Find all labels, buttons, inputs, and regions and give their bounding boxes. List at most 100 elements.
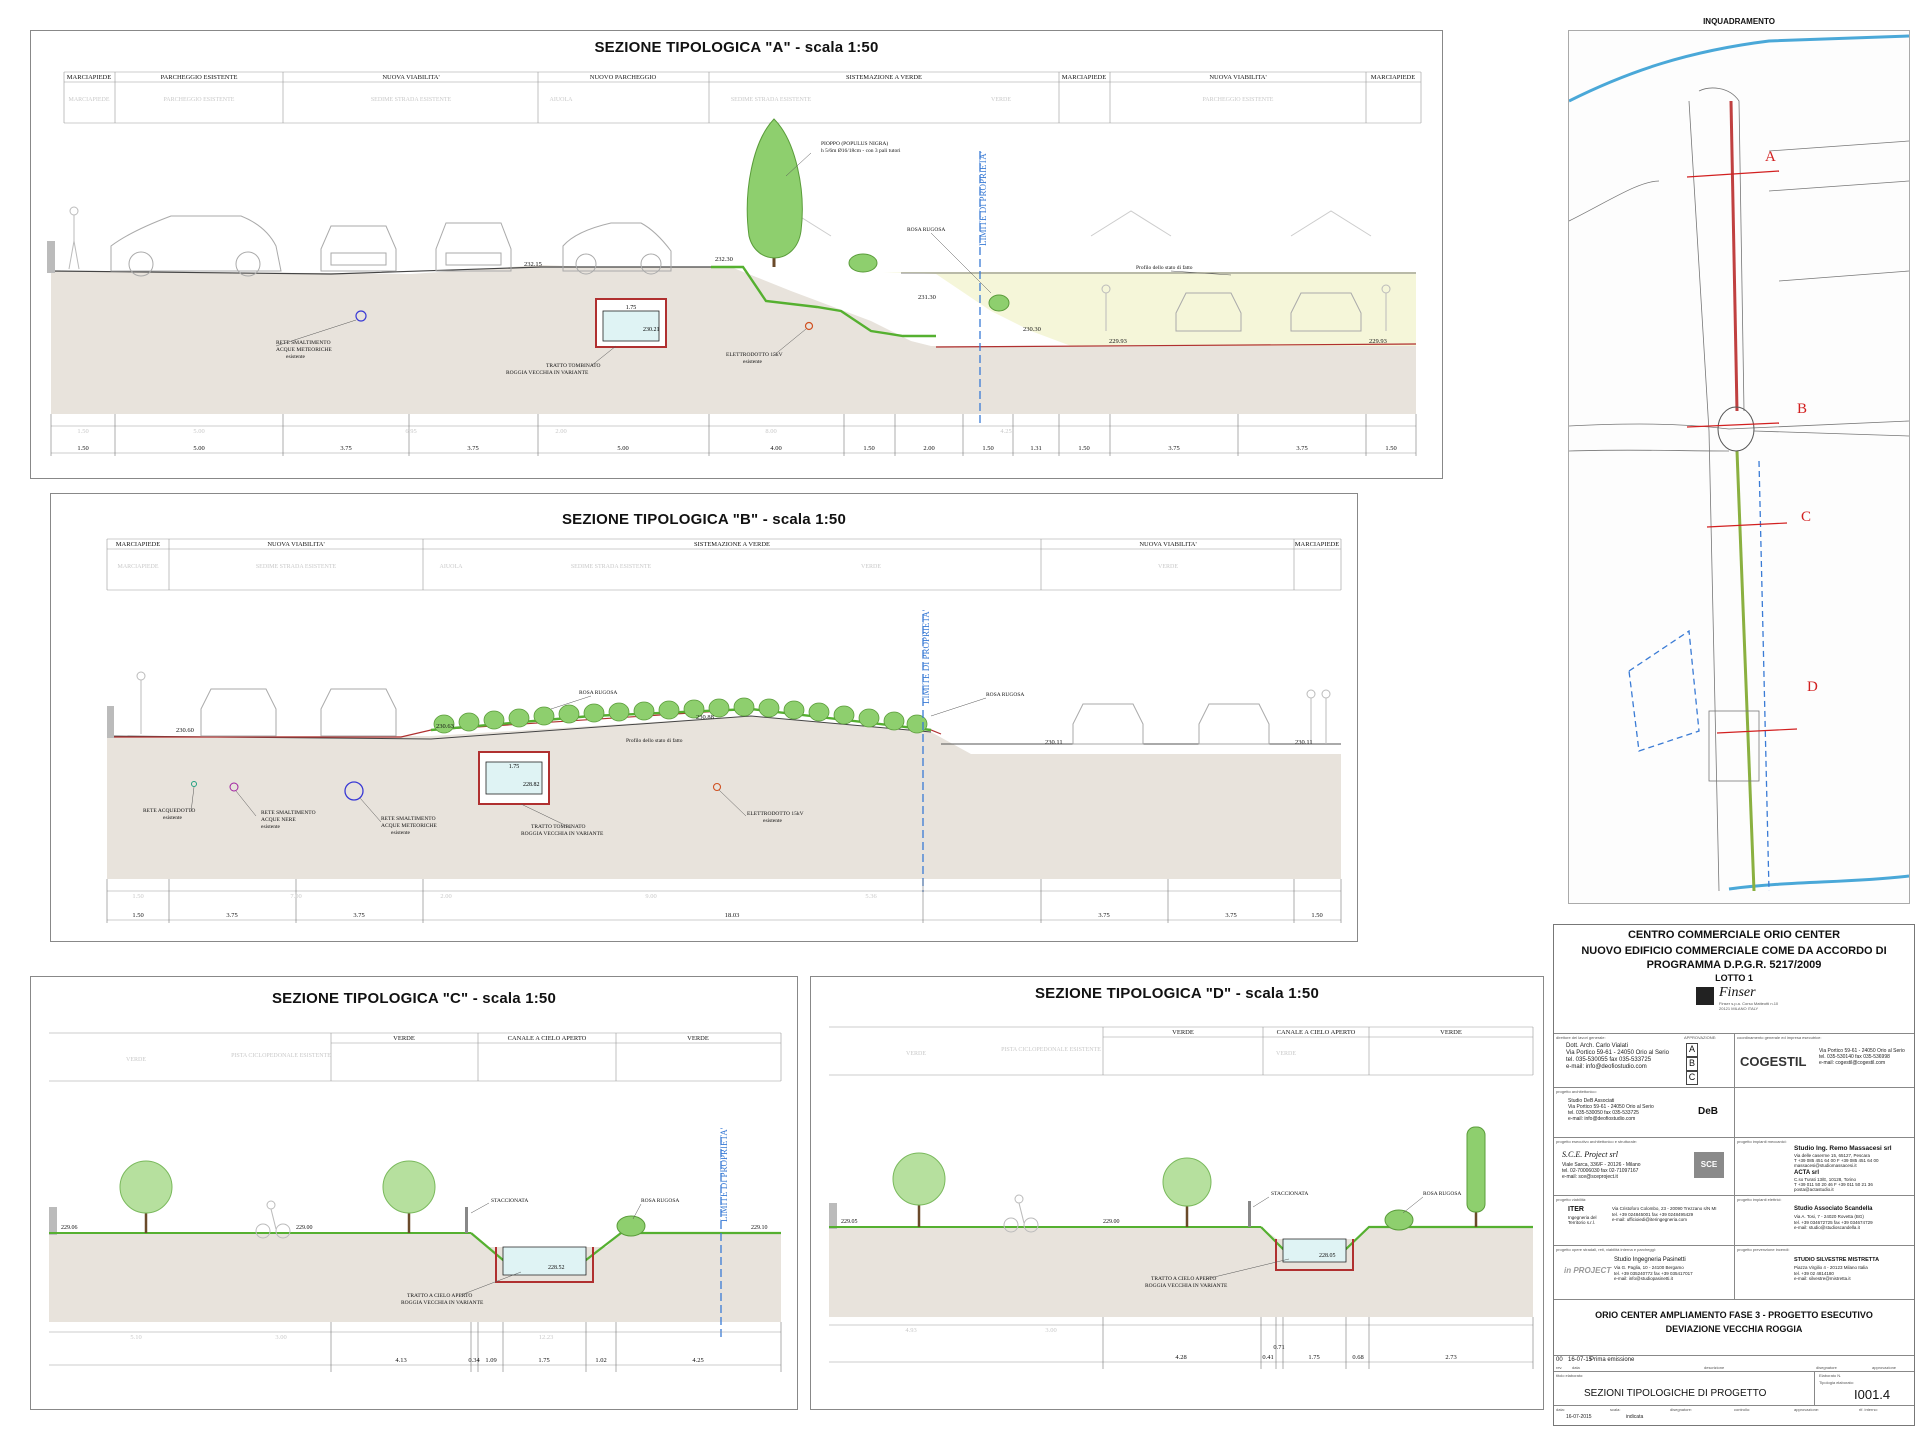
tb-line-3: PROGRAMMA D.P.G.R. 5217/2009 — [1646, 959, 1822, 971]
tb-row-pasinetti: progetto opere stradali, reti, viabilità… — [1554, 1245, 1914, 1300]
tb-proj-2: DEVIAZIONE VECCHIA ROGGIA — [1665, 1324, 1803, 1334]
b-met-1: RETE SMALTIMENTO — [381, 816, 436, 822]
title-block: CENTRO COMMERCIALE ORIO CENTER NUOVO EDI… — [1553, 924, 1915, 1426]
map-boundary-1 — [1628, 629, 1700, 752]
b-pipe-nere — [229, 782, 239, 792]
c-dimtop-0: 5.10 — [130, 1334, 141, 1341]
a-limite-label: LIMITE DI PROPRIETA' — [978, 151, 988, 246]
tb-f-dis-label: disegnatore: — [1670, 1407, 1693, 1412]
d-hdr-1: CANALE A CIELO APERTO — [1277, 1029, 1356, 1036]
finser-logo — [1696, 987, 1714, 1005]
c-dim-1: 0.34 — [468, 1357, 480, 1364]
a-dimtop-3: 2.00 — [555, 428, 566, 435]
tb-r3-label: progetto esecutivo architettonico e stru… — [1556, 1139, 1637, 1144]
a-car-4 — [562, 222, 672, 275]
c-dim-2: 1.09 — [485, 1357, 496, 1364]
map-cut-c — [1706, 522, 1788, 528]
mistretta-name: STUDIO SILVESTRE MISTRETTA — [1794, 1257, 1880, 1263]
d-rosa-label: ROSA RUGOSA — [1423, 1191, 1461, 1197]
inquadramento-panel: INQUADRAMENTO A B C — [1568, 17, 1910, 904]
a-dimtop-4: 8.00 — [765, 428, 776, 435]
tb-r4-right-label: progetto impianti elettrici: — [1737, 1197, 1782, 1202]
a-box-w: 1.75 — [626, 305, 637, 311]
a-hdr-1: PARCHEGGIO ESISTENTE — [161, 74, 238, 81]
section-b-panel: SEZIONE TIPOLOGICA "B" - scala 1:50 MARC… — [50, 493, 1358, 942]
b-hdr-4: MARCIAPIEDE — [1295, 541, 1339, 548]
c-elev-1: 229.00 — [296, 1225, 313, 1231]
b-hdr-1: NUOVA VIABILITA' — [267, 541, 324, 548]
map-cut-d — [1716, 728, 1798, 734]
d-dim-4: 0.68 — [1352, 1354, 1363, 1361]
map-strip-north — [1729, 100, 1739, 412]
a-dim-6: 1.50 — [863, 445, 874, 452]
section-b-drawing: MARCIAPIEDE NUOVA VIABILITA' SISTEMAZION… — [106, 538, 1342, 923]
scandella-text: Via A. Tosi, 7 - 24020 Rovetta (BG) tel.… — [1794, 1214, 1873, 1230]
a-trat-1: TRATTO TOMBINATO — [546, 363, 600, 369]
b-trat-1: TRATTO TOMBINATO — [531, 824, 585, 830]
a-trat-2: ROGGIA VECCHIA IN VARIANTE — [506, 370, 589, 376]
map-marker-c: C — [1801, 509, 1811, 525]
c-sub-0: VERDE — [126, 1057, 146, 1063]
c-elev-2: 228.52 — [548, 1265, 565, 1271]
b-hdr-2: SISTEMAZIONE A VERDE — [694, 541, 770, 548]
b-sub-0: MARCIAPIEDE — [117, 564, 158, 570]
a-dim-9: 1.31 — [1030, 445, 1041, 452]
b-car-3 — [1072, 703, 1144, 745]
tb-r2-text: Studio DeB Associati Via Portico 59-61 -… — [1568, 1098, 1654, 1122]
b-sub-2: AIUOLA — [440, 564, 464, 570]
b-elev-0: 230.60 — [176, 727, 194, 734]
tb-f-rif-label: rif. interno: — [1859, 1407, 1878, 1412]
a-car-3 — [435, 222, 512, 272]
b-dimtop-0: 1.50 — [132, 893, 143, 900]
b-car-2 — [320, 688, 397, 737]
a-dimtop-0: 1.50 — [77, 428, 88, 435]
d-dim-2: 0.71 — [1273, 1344, 1284, 1351]
b-elev-4: 230.11 — [1295, 739, 1313, 746]
tb-tipologia-label: Tipologia elaborato: — [1819, 1380, 1854, 1385]
section-d-panel: SEZIONE TIPOLOGICA "D" - scala 1:50 VERD… — [810, 976, 1544, 1410]
b-dim-5: 3.75 — [1225, 912, 1236, 919]
tb-rev-date: 16-07-15 — [1568, 1357, 1593, 1363]
tb-row-arch: progetto architettonico: Studio DeB Asso… — [1554, 1087, 1914, 1138]
a-dim-7: 2.00 — [923, 445, 934, 452]
acta-name: ACTA srl — [1794, 1170, 1820, 1176]
c-dim-4: 1.02 — [595, 1357, 606, 1364]
b-elet-2: esistente — [763, 818, 782, 824]
c-elev-0: 229.06 — [61, 1225, 78, 1231]
b-dimtop-4: 5.36 — [865, 893, 877, 900]
a-tree-label: PIOPPO (POPULUS NIGRA) — [821, 140, 888, 147]
massacesi-text: Via delle caserme 15, 65127, Pescara T +… — [1794, 1153, 1879, 1168]
d-channel-wall — [1275, 1239, 1354, 1271]
tb-line-2: NUOVO EDIFICIO COMMERCIALE COME DA ACCOR… — [1581, 945, 1887, 957]
b-dimtop-3: 9.00 — [645, 893, 656, 900]
d-wall — [829, 1203, 837, 1229]
a-hdr-3: NUOVO PARCHEGGIO — [590, 74, 657, 81]
b-car-1 — [200, 688, 277, 737]
tb-r3-right-label: progetto impianti meccanici: — [1737, 1139, 1787, 1144]
a-sub-2: SEDIME STRADA ESISTENTE — [371, 97, 452, 103]
b-rosa-label: ROSA RUGOSA — [579, 690, 617, 696]
b-elet-1: ELETTRODOTTO 15kV — [747, 811, 804, 817]
section-c-drawing: VERDE CANALE A CIELO APERTO VERDE VERDE … — [49, 1032, 782, 1372]
map-boundary-2 — [1758, 460, 1770, 892]
tb-f-contr-label: controllo: — [1734, 1407, 1751, 1412]
tb-r5-right-label: progetto prevenzione incendi: — [1737, 1247, 1790, 1252]
b-wall — [107, 706, 114, 738]
d-hdr-0: VERDE — [1172, 1029, 1194, 1036]
d-dim-1: 0.41 — [1262, 1354, 1273, 1361]
a-sub-4: SEDIME STRADA ESISTENTE — [731, 97, 812, 103]
d-elev-1: 229.00 — [1103, 1219, 1120, 1225]
tb-f-scala: indicata — [1626, 1414, 1644, 1420]
a-elev-3: 230.30 — [1023, 326, 1041, 333]
tb-line-4: LOTTO 1 — [1715, 973, 1753, 983]
tb-rev-desc: Prima emissione — [1590, 1357, 1635, 1363]
b-rosa-label-2: ROSA RUGOSA — [986, 692, 1024, 698]
a-dim-4: 5.00 — [617, 445, 628, 452]
b-pipe-meteoriche — [344, 781, 364, 801]
d-sub-0: VERDE — [906, 1051, 926, 1057]
map-canal-bottom — [1728, 874, 1909, 891]
tb-col-rev: rev. — [1556, 1365, 1563, 1370]
c-cyclist — [255, 1200, 291, 1239]
a-car-5 — [1175, 292, 1242, 332]
b-acq-2: esistente — [163, 815, 182, 821]
